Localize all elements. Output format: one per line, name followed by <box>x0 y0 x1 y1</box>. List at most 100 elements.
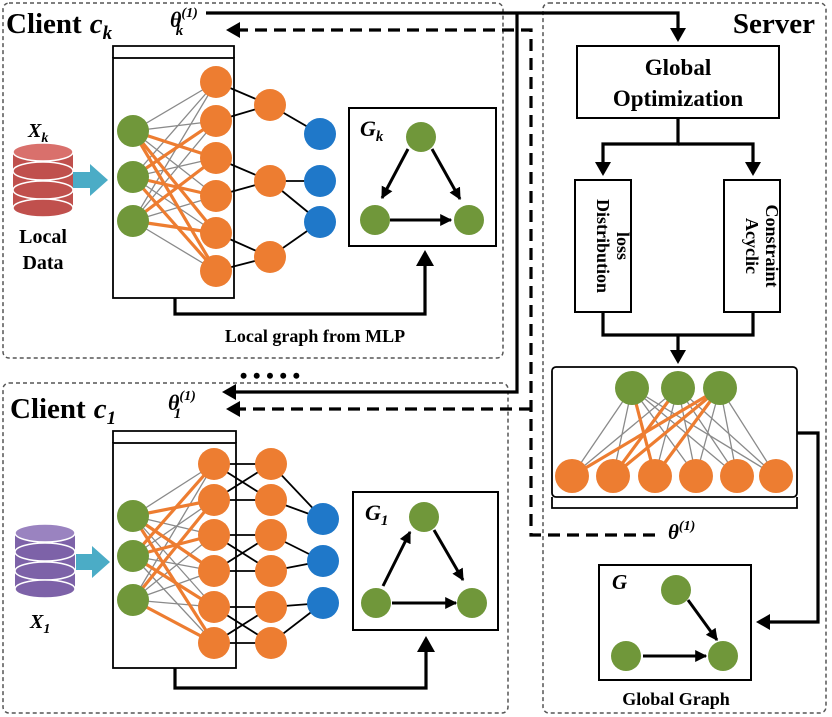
mlp-edge <box>132 534 215 601</box>
client-k-mlp <box>117 66 336 287</box>
mlp-node <box>759 459 793 493</box>
mlp-node <box>255 555 287 587</box>
client-k-graph-edge <box>430 148 462 201</box>
arrow-right-icon <box>76 546 110 578</box>
graph-node <box>360 205 390 235</box>
mlp-node <box>200 142 232 174</box>
mlp-edge-active <box>132 119 217 179</box>
mlp-node <box>198 591 230 623</box>
mlp-edge <box>132 555 215 644</box>
global-graph-caption: Global Graph <box>622 689 730 709</box>
server-mlp <box>555 371 793 493</box>
client-k-upload-arrow <box>206 11 680 30</box>
server-panel <box>542 2 827 714</box>
mlp-edge-active <box>131 498 216 602</box>
mlp-edge <box>132 81 217 222</box>
mlp-node <box>117 584 149 616</box>
graph-node <box>361 588 391 618</box>
acyclic-constraint-box <box>723 179 781 313</box>
mlp-node <box>596 459 630 493</box>
mlp-node <box>255 448 287 480</box>
arrow-right-icon <box>73 164 108 196</box>
arrow-head <box>756 614 770 630</box>
server-broadcast-dashed <box>240 28 655 537</box>
arrow-head <box>595 162 611 176</box>
mlp-node <box>307 545 339 577</box>
mlp-node <box>198 484 230 516</box>
graph-node <box>454 205 484 235</box>
mlp-node <box>117 161 149 193</box>
mlp-node <box>117 205 149 237</box>
database-icon <box>14 523 76 599</box>
merge-arrow <box>601 312 755 352</box>
mlp-edge <box>631 387 777 477</box>
arrow-head <box>417 636 435 652</box>
mlp-node <box>255 519 287 551</box>
mlp-edge <box>132 81 217 178</box>
acyclic-constraint-label-2: Constraint <box>762 204 782 287</box>
mlp-node <box>117 540 149 572</box>
mlp-edge <box>571 387 679 477</box>
mlp-edge-active <box>131 462 216 558</box>
mlp-node <box>254 89 286 121</box>
mlp-edge <box>132 120 217 222</box>
graph-node <box>708 641 738 671</box>
mlp-node <box>198 627 230 659</box>
client-1-graph-edge <box>432 529 465 582</box>
client-k-theta: θ(1)k <box>170 6 198 39</box>
acyclic-constraint-label-1: Acyclic <box>742 218 762 274</box>
arrow-head <box>670 350 686 364</box>
client-1-upload-line <box>236 13 519 394</box>
client-1-data-symbol: X1 <box>29 611 50 637</box>
distribution-loss-label-2: loss <box>613 232 633 260</box>
mlp-node <box>198 448 230 480</box>
ellipsis: • • • • • <box>240 363 301 388</box>
mlp-edge-active <box>611 386 722 478</box>
arrow-head <box>222 384 236 400</box>
mlp-edge-active <box>132 514 215 573</box>
mlp-edge <box>132 130 217 197</box>
arrow-head <box>670 28 686 42</box>
distribution-loss-box <box>574 179 632 313</box>
client-k-caption: Local graph from MLP <box>225 326 405 346</box>
mlp-edge <box>719 387 777 477</box>
mlp-node <box>555 459 589 493</box>
global-graph-edge <box>686 599 719 641</box>
to-distribution-loss-arrow <box>601 118 680 165</box>
arrow-head <box>226 401 240 417</box>
mlp-node <box>117 500 149 532</box>
mlp-node <box>200 66 232 98</box>
mlp-node <box>307 587 339 619</box>
global-optimization-box <box>576 45 780 119</box>
mlp-edge-active <box>131 130 218 272</box>
mlp-edge <box>132 515 215 608</box>
server-to-global-graph-arrow <box>768 431 820 624</box>
mlp-node <box>304 118 336 150</box>
client-k-data-label-1: Local <box>19 226 67 248</box>
graph-node <box>406 122 436 152</box>
mlp-edge <box>132 463 215 517</box>
client-k-data-label-2: Data <box>22 252 63 274</box>
graph-node <box>457 588 487 618</box>
mlp-node <box>200 180 232 212</box>
client-1-panel <box>2 382 509 714</box>
client-k-data-symbol: Xk <box>27 120 48 146</box>
mlp-edge-active <box>132 156 217 223</box>
mlp-node <box>255 627 287 659</box>
client-1-graph-edge <box>381 530 412 587</box>
global-graph-label: G <box>612 570 627 594</box>
graph-node <box>409 502 439 532</box>
server-title: Server <box>733 8 815 40</box>
mlp-node <box>198 555 230 587</box>
mlp-node <box>200 105 232 137</box>
mlp-node <box>255 484 287 516</box>
mlp-node <box>200 217 232 249</box>
mlp-node <box>703 371 737 405</box>
mlp-edge-active <box>131 515 216 644</box>
mlp-node <box>679 459 713 493</box>
graph-node <box>661 575 691 605</box>
mlp-node <box>200 255 232 287</box>
